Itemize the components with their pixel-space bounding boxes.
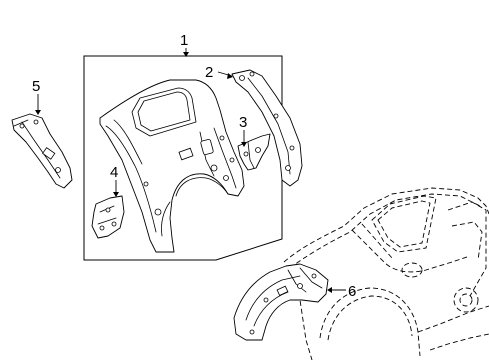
callout-1: 1 [180,32,188,49]
callout-5: 5 [32,78,40,95]
rear-pillar-reinforcement [231,69,303,187]
arrowhead-6 [327,287,332,293]
wheelhouse-panel [233,263,329,341]
callout-3: 3 [239,114,247,131]
bracket [237,133,271,171]
callout-6: 6 [348,283,356,300]
pillar-extension [11,113,73,189]
arrowhead-2 [227,73,233,79]
assembly-frame [83,55,283,261]
callout-2: 2 [205,64,213,81]
inner-quarter-panel [99,79,245,253]
arrowhead-4 [113,192,119,197]
arrowhead-3 [241,142,247,147]
callout-4: 4 [110,164,118,181]
lower-bracket [91,195,125,239]
arrowhead-5 [35,110,41,115]
arrowhead-1 [183,52,189,57]
vehicle-body-outline [283,187,489,360]
